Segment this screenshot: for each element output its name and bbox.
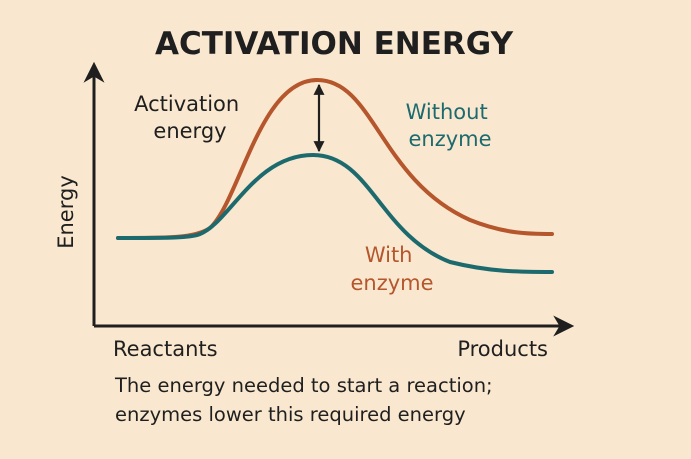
x-axis-products-label: Products [457,337,548,361]
diagram-title: ACTIVATION ENERGY [155,26,514,62]
with-enzyme-curve [116,152,554,274]
activation-energy-label: Activation energy [134,92,246,143]
without-enzyme-label: Without enzyme [406,100,495,151]
y-axis-label: Energy [54,175,78,249]
x-axis-reactants-label: Reactants [113,337,218,361]
caption: The energy needed to start a reaction; e… [114,374,499,426]
with-enzyme-label: With enzyme [350,243,433,295]
